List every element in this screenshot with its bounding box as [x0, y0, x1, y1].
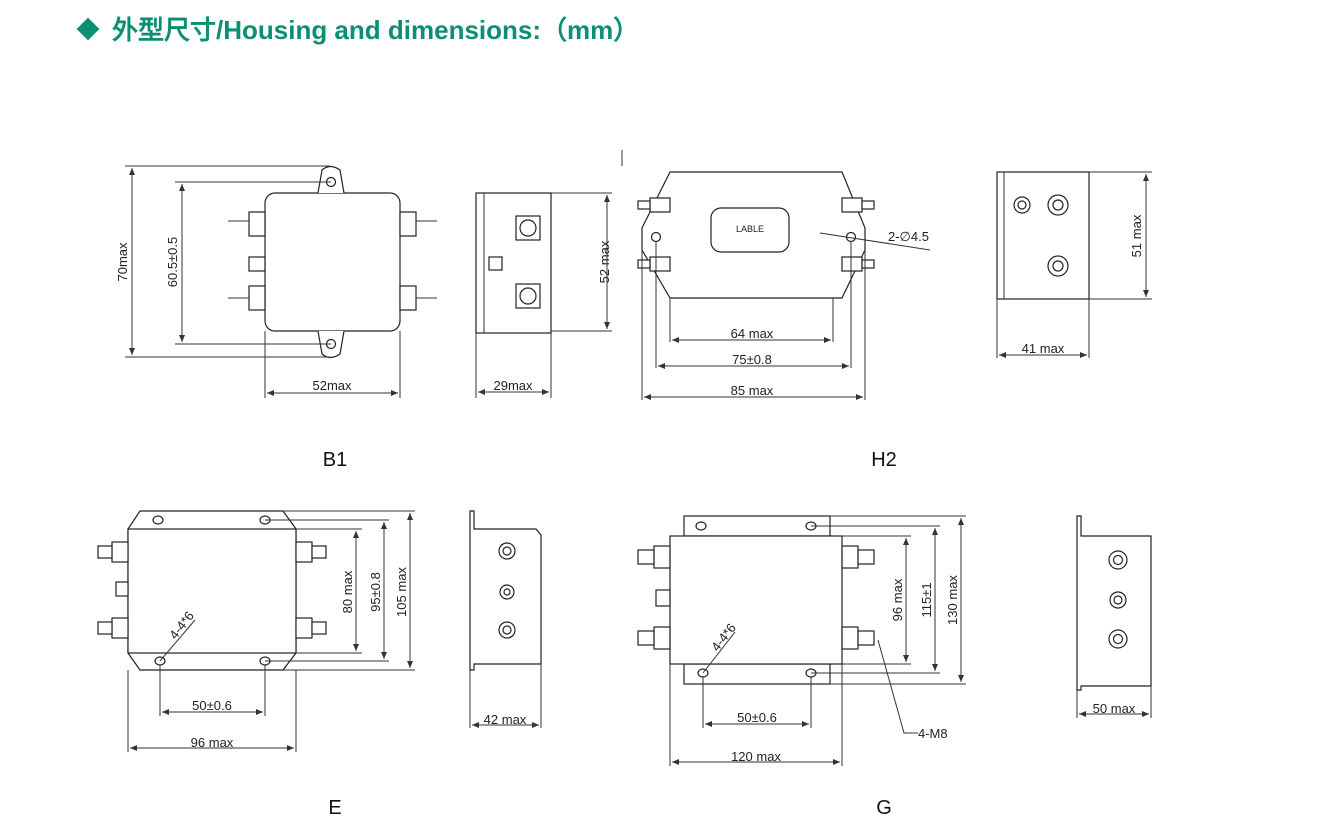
h2-total-dim: 85 max — [731, 383, 774, 398]
h2-label: H2 — [871, 449, 897, 471]
page-title: 外型尺寸/Housing and dimensions:（mm） — [76, 10, 640, 47]
b1-side-view — [475, 150, 623, 398]
g-h3-dim: 130 max — [945, 575, 960, 625]
e-side-view — [469, 510, 542, 728]
e-depth-dim: 42 max — [484, 712, 527, 727]
g-thread-dim: 4-M8 — [918, 726, 948, 741]
e-front-view — [97, 510, 415, 752]
h2-side-height-dim: 51 max — [1129, 214, 1144, 257]
b1-height-dim: 70max — [115, 242, 130, 282]
e-mount-dim: 50±0.6 — [192, 698, 232, 713]
g-h2-dim: 115±1 — [919, 582, 934, 617]
h2-holes-dim: 2-∅4.5 — [888, 229, 929, 244]
g-h1-dim: 96 max — [890, 578, 905, 621]
g-side-view — [1076, 515, 1152, 718]
e-width-dim: 96 max — [191, 735, 234, 750]
h2-mount-dim: 75±0.8 — [732, 352, 772, 367]
e-label: E — [328, 797, 341, 819]
e-h1-dim: 80 max — [340, 570, 355, 613]
h2-body-dim: 64 max — [731, 326, 774, 341]
b1-side-height-dim: 52 max — [597, 240, 612, 283]
g-width-dim: 120 max — [731, 749, 781, 764]
b1-mount-dim: 60.5±0.5 — [165, 237, 180, 288]
h2-front-view — [637, 171, 931, 400]
h2-side-width-dim: 41 max — [1022, 341, 1065, 356]
e-h3-dim: 105 max — [394, 567, 409, 617]
b1-label: B1 — [323, 449, 347, 471]
title-text: 外型尺寸/Housing and dimensions:（mm） — [112, 15, 640, 45]
g-front-view — [637, 515, 966, 766]
g-depth-dim: 50 max — [1093, 701, 1136, 716]
g-label: G — [876, 797, 892, 819]
h2-side-view — [996, 171, 1152, 358]
g-mount-dim: 50±0.6 — [737, 710, 777, 725]
b1-depth-dim: 29max — [493, 378, 533, 393]
e-h2-dim: 95±0.8 — [368, 572, 383, 612]
b1-width-dim: 52max — [312, 378, 352, 393]
h2-label-plate: LABLE — [736, 224, 764, 234]
b1-front-view — [125, 165, 437, 398]
